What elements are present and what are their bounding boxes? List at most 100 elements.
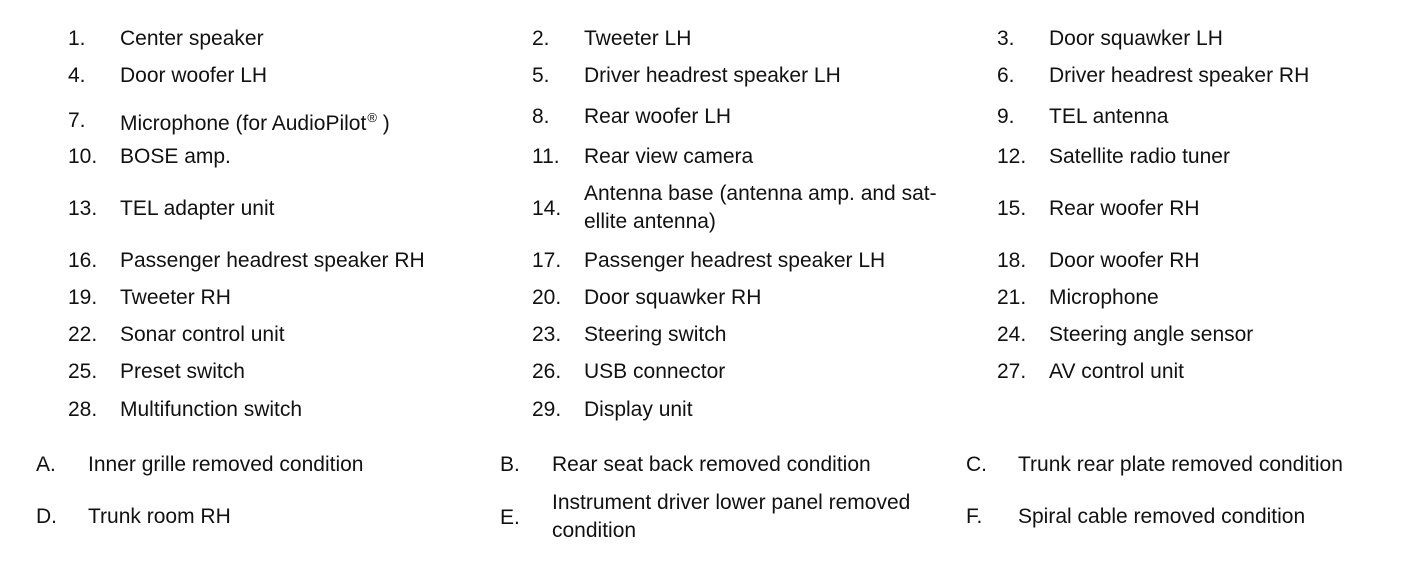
item-number: 2. (532, 27, 550, 50)
legend-item: 21. Microphone (997, 284, 1159, 311)
item-label: Multifunction switch (120, 398, 303, 421)
item-number: 6. (997, 64, 1015, 87)
item-label: Microphone (for AudioPilot® ) (120, 104, 390, 137)
item-label: Antenna base (antenna amp. and sat-ellit… (584, 182, 937, 233)
condition-label: Trunk rear plate removed condition (1018, 453, 1343, 476)
item-number: 27. (997, 360, 1027, 383)
item-number: 10. (68, 145, 98, 168)
item-label: Door woofer RH (1049, 249, 1200, 272)
item-label: Steering angle sensor (1049, 323, 1254, 346)
legend-item: 20. Door squawker RH (532, 284, 761, 311)
condition-item: F. Spiral cable removed condition (966, 503, 1305, 530)
condition-label: Spiral cable removed condition (1018, 505, 1306, 528)
condition-label: Trunk room RH (88, 505, 231, 528)
item-number: 28. (68, 398, 98, 421)
item-label: Rear view camera (584, 145, 754, 168)
legend-item: 11. Rear view camera (532, 143, 753, 170)
condition-label: Rear seat back removed condition (552, 453, 871, 476)
item-label: Rear woofer LH (584, 105, 732, 128)
item-label: TEL adapter unit (120, 197, 275, 220)
item-label: Door woofer LH (120, 64, 268, 87)
condition-item: B. Rear seat back removed condition (500, 451, 871, 478)
condition-letter: A. (36, 453, 56, 476)
condition-letter: B. (500, 453, 520, 476)
item-number: 8. (532, 105, 550, 128)
item-number: 17. (532, 249, 562, 272)
item-label: Steering switch (584, 323, 727, 346)
condition-letter: C. (966, 453, 987, 476)
item-number: 5. (532, 64, 550, 87)
legend-item: 23. Steering switch (532, 321, 726, 348)
item-label-text: Microphone (for AudioPilot (120, 112, 367, 135)
item-label: USB connector (584, 360, 726, 383)
condition-letter: F. (966, 505, 983, 528)
item-label: Tweeter RH (120, 286, 231, 309)
item-number: 13. (68, 197, 98, 220)
item-number: 22. (68, 323, 98, 346)
item-label: Door squawker RH (584, 286, 762, 309)
item-number: 29. (532, 398, 562, 421)
legend-item: 9. TEL antenna (997, 103, 1168, 130)
legend-item: 18. Door woofer RH (997, 247, 1200, 274)
legend-item: 3. Door squawker LH (997, 25, 1223, 52)
legend-item: 26. USB connector (532, 358, 725, 385)
item-label: Tweeter LH (584, 27, 692, 50)
legend-item: 29. Display unit (532, 396, 693, 423)
item-label: Rear woofer RH (1049, 197, 1200, 220)
condition-item: C. Trunk rear plate removed condition (966, 451, 1343, 478)
item-number: 7. (68, 109, 86, 132)
legend-item: 24. Steering angle sensor (997, 321, 1253, 348)
item-number: 26. (532, 360, 562, 383)
item-label: Center speaker (120, 27, 264, 50)
legend-item: 15. Rear woofer RH (997, 195, 1200, 222)
item-label: Passenger headrest speaker RH (120, 249, 425, 272)
item-label: Display unit (584, 398, 693, 421)
legend-item: 25. Preset switch (68, 358, 245, 385)
legend-item: 14. Antenna base (antenna amp. and sat-e… (532, 180, 979, 236)
item-label: BOSE amp. (120, 145, 231, 168)
legend-item: 10. BOSE amp. (68, 143, 231, 170)
item-number: 19. (68, 286, 98, 309)
item-label: Door squawker LH (1049, 27, 1223, 50)
legend-item: 13. TEL adapter unit (68, 195, 275, 222)
legend-item: 5. Driver headrest speaker LH (532, 62, 841, 89)
legend-item: 12. Satellite radio tuner (997, 143, 1230, 170)
item-number: 16. (68, 249, 98, 272)
legend-item: 27. AV control unit (997, 358, 1184, 385)
item-number: 9. (997, 105, 1015, 128)
legend-item: 19. Tweeter RH (68, 284, 231, 311)
item-label-suffix: ) (376, 112, 390, 135)
item-number: 24. (997, 323, 1027, 346)
item-number: 3. (997, 27, 1015, 50)
item-number: 15. (997, 197, 1027, 220)
item-number: 18. (997, 249, 1027, 272)
item-label: AV control unit (1049, 360, 1185, 383)
item-number: 11. (532, 145, 560, 168)
item-label: Sonar control unit (120, 323, 285, 346)
item-label: Microphone (1049, 286, 1159, 309)
legend-item: 7. Microphone (for AudioPilot® ) (68, 104, 390, 137)
condition-item: D. Trunk room RH (36, 503, 231, 530)
condition-letter: D. (36, 505, 57, 528)
legend-item: 16. Passenger headrest speaker RH (68, 247, 425, 274)
item-label: Preset switch (120, 360, 245, 383)
item-number: 23. (532, 323, 562, 346)
item-number: 14. (532, 196, 562, 220)
item-label: Passenger headrest speaker LH (584, 249, 886, 272)
condition-label: Inner grille removed condition (88, 453, 364, 476)
registered-mark: ® (367, 110, 377, 125)
condition-letter: E. (500, 505, 520, 529)
item-label: Driver headrest speaker LH (584, 64, 841, 87)
item-number: 21. (997, 286, 1027, 309)
legend-item: 1. Center speaker (68, 25, 264, 52)
legend-item: 28. Multifunction switch (68, 396, 302, 423)
condition-label: Instrument driver lower panel removed co… (552, 491, 911, 542)
item-number: 25. (68, 360, 98, 383)
item-number: 4. (68, 64, 86, 87)
item-label: Satellite radio tuner (1049, 145, 1230, 168)
legend-item: 6. Driver headrest speaker RH (997, 62, 1309, 89)
item-label: Driver headrest speaker RH (1049, 64, 1310, 87)
legend-item: 17. Passenger headrest speaker LH (532, 247, 885, 274)
item-number: 20. (532, 286, 562, 309)
